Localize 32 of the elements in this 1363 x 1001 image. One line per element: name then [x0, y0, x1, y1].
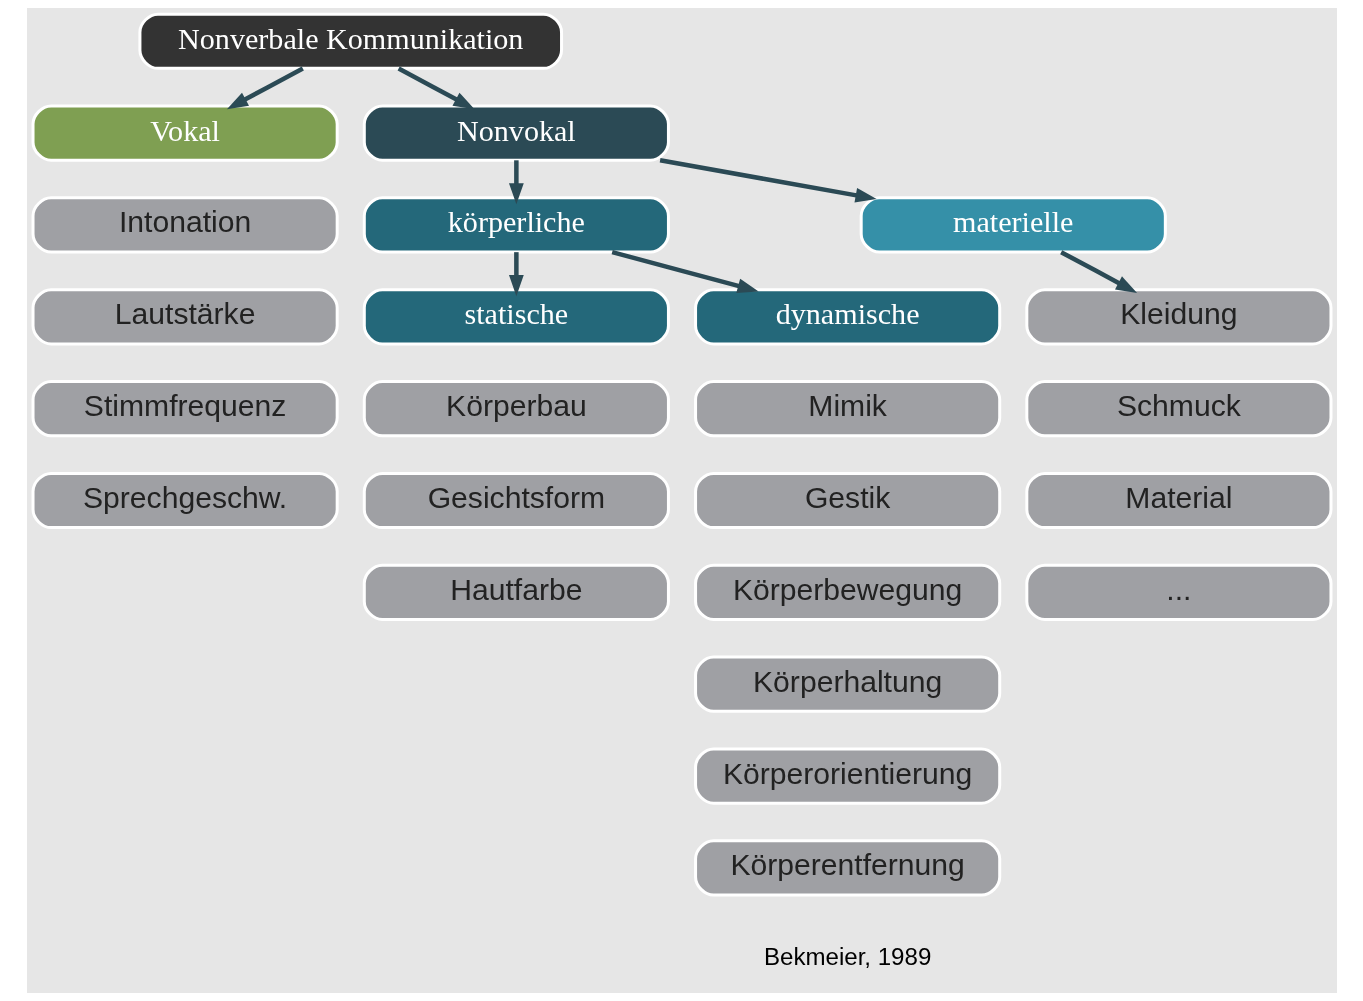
- arrow: [1059, 250, 1137, 293]
- node-box: Körperhaltung: [693, 655, 1001, 713]
- node-box: Körperorientierung: [693, 747, 1001, 805]
- node-box: materielle: [859, 196, 1167, 254]
- arrow: [508, 252, 524, 297]
- arrow: [508, 160, 524, 205]
- node-box: körperliche: [362, 196, 670, 254]
- node-box: Körperbewegung: [693, 563, 1001, 621]
- node-box: Körperbau: [362, 380, 670, 438]
- node-box: Nonvokal: [362, 104, 670, 162]
- node-box: Körperentfernung: [693, 839, 1001, 897]
- node-box: statische: [362, 288, 670, 346]
- label: Bekmeier, 1989: [763, 943, 931, 971]
- node-box: Hautfarbe: [362, 563, 670, 621]
- node-box: Sprechgeschw.: [31, 471, 339, 530]
- node-box: Vokal: [31, 104, 339, 162]
- node-box: dynamische: [693, 288, 1001, 346]
- arrow: [226, 66, 304, 110]
- node-box: ...: [1024, 563, 1332, 621]
- node-box: Stimmfrequenz: [31, 380, 339, 438]
- node-box: Gesichtsform: [362, 471, 670, 530]
- node-box: Mimik: [693, 380, 1001, 438]
- node-box: Intonation: [31, 196, 339, 254]
- arrow: [397, 66, 475, 110]
- node-box: Schmuck: [1024, 380, 1332, 438]
- node-box: Material: [1024, 471, 1332, 530]
- arrow: [611, 249, 759, 294]
- arrow: [659, 158, 877, 203]
- node-box: Lautstärke: [31, 288, 339, 346]
- node-box: Gestik: [693, 471, 1001, 530]
- node-box: Nonverbale Kommunikation: [137, 12, 563, 70]
- node-box: Kleidung: [1024, 288, 1332, 346]
